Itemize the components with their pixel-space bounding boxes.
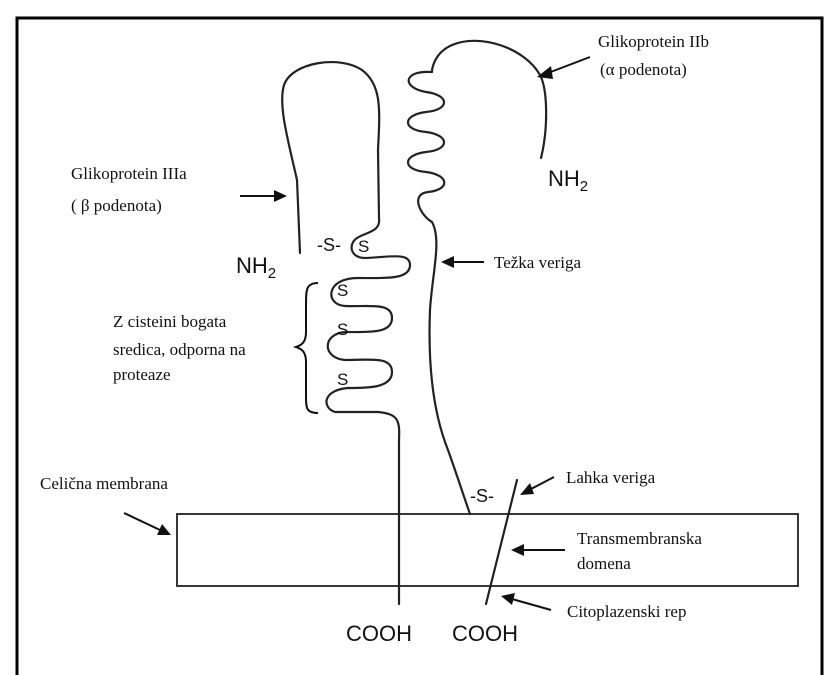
cell-membrane-box xyxy=(177,514,798,586)
label-gp3a-subunit: ( β podenota) xyxy=(71,196,162,215)
label-gp2b: Glikoprotein IIb xyxy=(598,32,709,51)
arrow-head xyxy=(520,483,534,495)
cysteine-core-brace xyxy=(296,283,318,413)
nh2-alpha-label: NH2 xyxy=(548,166,588,195)
label-transmembrane-2: domena xyxy=(577,554,631,573)
label-cell-membrane: Celična membrana xyxy=(40,474,168,493)
s-atom-label: S xyxy=(358,237,369,256)
arrow-head xyxy=(441,256,454,268)
label-cysteine-core-1: Z cisteini bogata xyxy=(113,312,227,331)
s-atom-label: S xyxy=(337,281,348,300)
label-cysteine-core-3: proteaze xyxy=(113,365,171,384)
cooh-alpha-label: COOH xyxy=(452,621,518,646)
arrow-gp2b xyxy=(548,57,590,73)
label-gp2b-subunit: (α podenota) xyxy=(600,60,687,79)
arrow-light-chain xyxy=(531,477,554,489)
s-atom-label: S xyxy=(337,320,348,339)
label-transmembrane-1: Transmembranska xyxy=(577,529,702,548)
label-cytoplasmic-tail: Citoplazenski rep xyxy=(567,602,686,621)
s-atom-label: S xyxy=(337,370,348,389)
ss-bridge-left: -S- xyxy=(317,235,341,255)
gp2b-heavy-chain xyxy=(408,41,546,514)
ss-bridge-light: -S- xyxy=(470,486,494,506)
arrow-head xyxy=(501,593,515,605)
cooh-beta-label: COOH xyxy=(346,621,412,646)
arrow-cell-membrane xyxy=(124,513,160,530)
label-cysteine-core-2: sredica, odporna na xyxy=(113,340,246,359)
label-gp3a: Glikoprotein IIIa xyxy=(71,164,187,183)
arrow-cytoplasmic-tail xyxy=(512,599,551,610)
arrow-head xyxy=(274,190,287,202)
label-heavy-chain: Težka veriga xyxy=(494,253,582,272)
label-light-chain: Lahka veriga xyxy=(566,468,656,487)
nh2-beta-label: NH2 xyxy=(236,253,276,282)
